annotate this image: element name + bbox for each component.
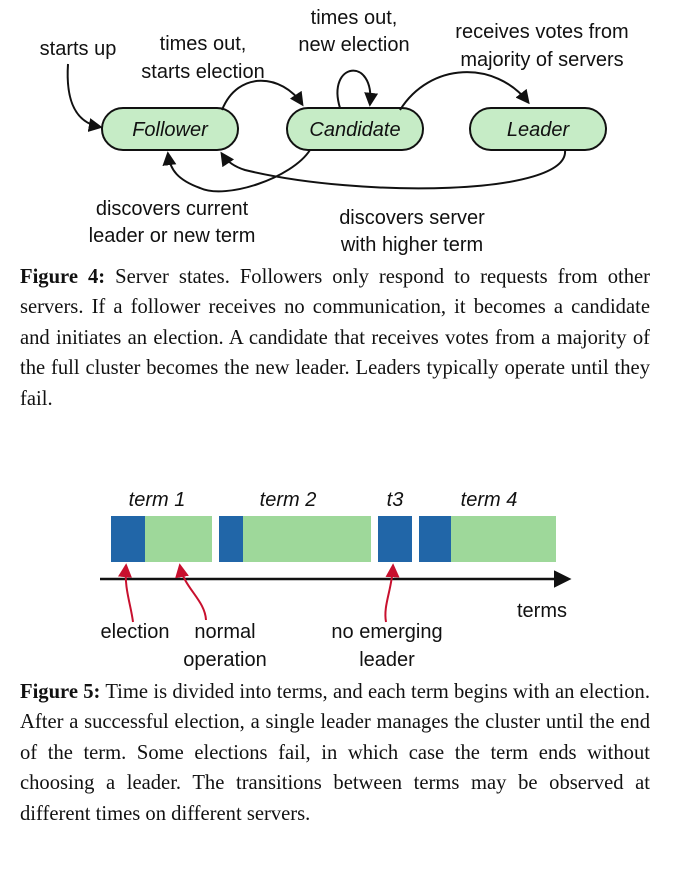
terms-axis-label: terms xyxy=(517,600,567,622)
figure-5-caption: Figure 5: Time is divided into terms, an… xyxy=(20,677,650,829)
no-emerging-leader-pointer-arrow xyxy=(384,563,400,623)
figure-4-caption-text: Server states. Followers only respond to… xyxy=(20,266,651,410)
discovers-current-label: discovers current xyxy=(96,198,249,220)
starts-up-arrow xyxy=(66,63,103,132)
new-election-loop-arrow xyxy=(336,69,379,109)
figure-4-caption: Figure 4: Server states. Followers only … xyxy=(20,262,650,414)
follower-label: Follower xyxy=(132,119,209,141)
starts-up-label: starts up xyxy=(40,38,117,60)
term-4-label: term 4 xyxy=(461,489,518,511)
times-out-label-2: times out, xyxy=(311,7,398,29)
election-annotation: election xyxy=(101,621,170,643)
term-1-normal-segment xyxy=(145,516,212,562)
term-2-election-segment xyxy=(219,516,243,562)
normal-annotation: normal xyxy=(194,621,255,643)
figure-4-diagram: Follower Candidate Leader starts up time… xyxy=(40,7,629,256)
figure-5-caption-label: Figure 5: xyxy=(20,681,101,703)
term-4-normal-segment xyxy=(451,516,556,562)
term-1-election-segment xyxy=(111,516,145,562)
leader-state: Leader xyxy=(469,107,607,151)
normal-operation-pointer-arrow xyxy=(175,563,207,621)
candidate-node xyxy=(286,107,424,151)
leader-or-new-term-label: leader or new term xyxy=(89,225,256,247)
receives-votes-arrow xyxy=(399,71,530,111)
new-election-label: new election xyxy=(298,34,409,56)
discovers-server-label: discovers server xyxy=(339,207,485,229)
term-2-label: term 2 xyxy=(260,489,317,511)
candidate-label: Candidate xyxy=(309,119,400,141)
leader-label: Leader xyxy=(507,119,571,141)
majority-label: majority of servers xyxy=(460,49,623,71)
figure-5-diagram: term 1 term 2 t3 term 4 terms xyxy=(100,489,572,671)
starts-election-label: starts election xyxy=(141,61,264,83)
t3-label: t3 xyxy=(387,489,404,511)
candidate-to-follower-arrow xyxy=(162,149,311,193)
leader-annotation: leader xyxy=(359,649,415,671)
election-pointer-arrow xyxy=(118,563,134,623)
term-2-normal-segment xyxy=(243,516,371,562)
figure-4-caption-label: Figure 4: xyxy=(20,266,106,288)
t3-election-segment xyxy=(378,516,412,562)
term-2-block xyxy=(219,516,371,562)
higher-term-label: with higher term xyxy=(340,234,483,256)
times-out-election-arrow xyxy=(221,79,304,111)
term-1-label: term 1 xyxy=(129,489,186,511)
leader-to-follower-arrow xyxy=(220,149,567,190)
t3-block xyxy=(378,516,412,562)
times-out-label: times out, xyxy=(160,33,247,55)
term-4-election-segment xyxy=(419,516,451,562)
figure-5-caption-text: Time is divided into terms, and each ter… xyxy=(20,681,650,825)
leader-node xyxy=(469,107,607,151)
no-emerging-annotation: no emerging xyxy=(331,621,442,643)
term-1-block xyxy=(111,516,212,562)
term-4-block xyxy=(419,516,556,562)
follower-state: Follower xyxy=(101,107,239,151)
operation-annotation: operation xyxy=(183,649,266,671)
receives-votes-label: receives votes from xyxy=(455,21,628,43)
candidate-state: Candidate xyxy=(286,107,424,151)
